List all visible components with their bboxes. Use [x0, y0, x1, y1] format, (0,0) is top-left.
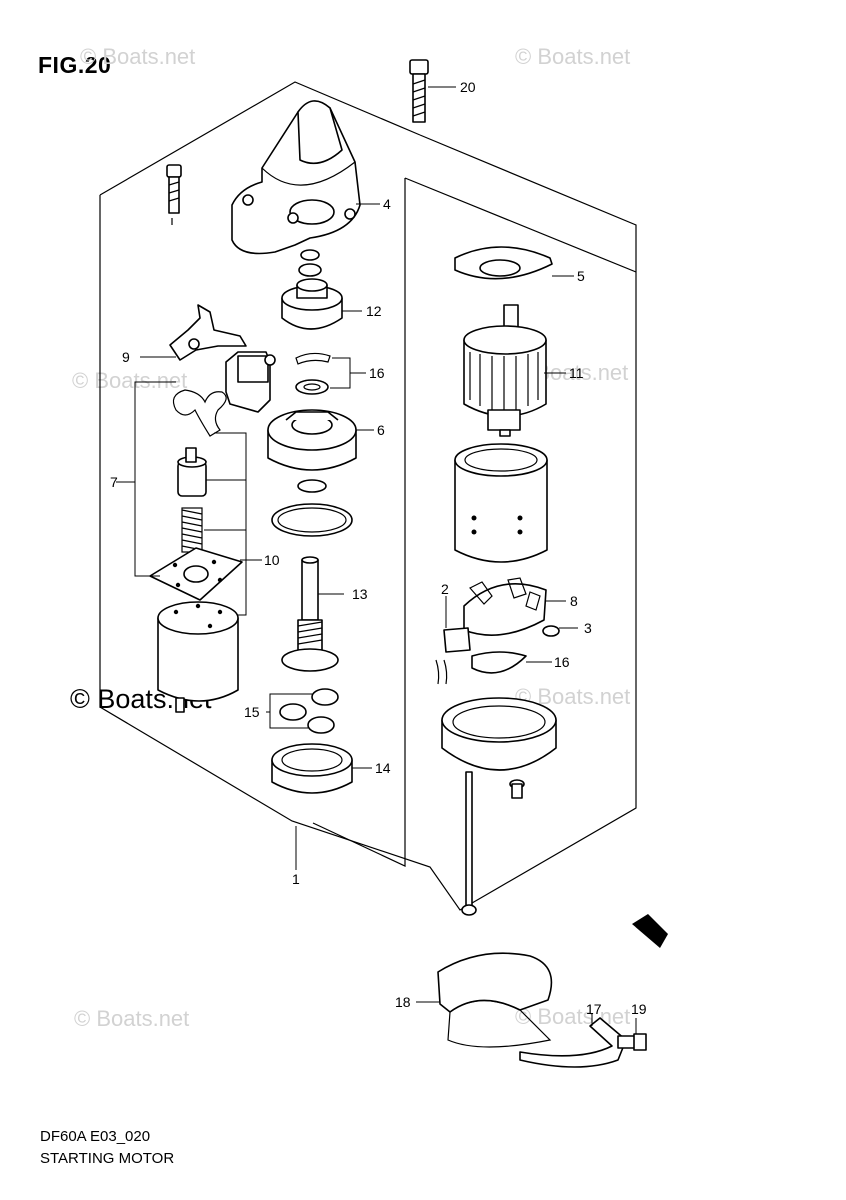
watermark: © Boats.net — [72, 368, 188, 393]
cover-plate-5 — [454, 246, 574, 280]
small-washer — [297, 479, 327, 493]
callout-20: 20 — [460, 79, 476, 95]
bolt-small — [166, 164, 182, 214]
solenoid-plate — [149, 547, 243, 601]
washer — [298, 263, 322, 277]
plunger — [177, 447, 207, 497]
callout-8: 8 — [570, 593, 578, 609]
clip-16 — [295, 352, 366, 395]
bolt-20 — [409, 59, 456, 123]
solenoid-terminal — [225, 351, 276, 413]
lever-9 — [140, 304, 247, 361]
watermark: © Boats.net — [80, 44, 196, 69]
callout-12: 12 — [366, 303, 382, 319]
mount-band-18 — [416, 952, 553, 1048]
callout-7: 7 — [110, 474, 118, 490]
terminal-lead-2 — [435, 596, 471, 685]
o-ring-plate — [271, 503, 353, 537]
gear-housing-6 — [267, 409, 374, 471]
callout-3: 3 — [584, 620, 592, 636]
o-ring-inner — [277, 507, 347, 533]
callout-4: 4 — [383, 196, 391, 212]
callout-2: 2 — [441, 581, 449, 597]
callout-1: 1 — [292, 871, 300, 887]
callout-13: 13 — [352, 586, 368, 602]
callout-16-upper: 16 — [369, 365, 385, 381]
plate-16 — [471, 651, 552, 674]
callout-16-lower: 16 — [554, 654, 570, 670]
armature-11 — [463, 304, 566, 437]
callout-19: 19 — [631, 1001, 647, 1017]
figure-title: FIG.20 — [38, 52, 112, 78]
yoke — [454, 443, 548, 563]
spring — [181, 507, 203, 553]
callout-5: 5 — [577, 268, 585, 284]
callout-11: 11 — [569, 365, 584, 381]
small-bolt-body — [511, 783, 523, 799]
seal-ring — [300, 249, 320, 261]
solenoid-body — [157, 601, 239, 713]
callout-10: 10 — [264, 552, 280, 568]
gasket-wire — [172, 389, 227, 437]
strap-17 — [519, 1014, 627, 1068]
watermark: © Boats.net — [74, 1006, 190, 1031]
through-bolt — [461, 771, 477, 916]
pinion-12 — [281, 278, 362, 330]
callout-14: 14 — [375, 760, 391, 776]
ring-gear-14 — [271, 743, 372, 794]
housing-4 — [231, 100, 380, 255]
watermark: © Boats.net — [515, 44, 631, 69]
brush-holder-8 — [463, 577, 566, 636]
gears-15 — [266, 688, 339, 734]
callout-9: 9 — [122, 349, 130, 365]
assembly-frame — [99, 81, 637, 911]
callout-15: 15 — [244, 704, 260, 720]
figure-name: STARTING MOTOR — [40, 1150, 175, 1167]
nut-3 — [542, 625, 578, 637]
fwd-arrow-icon — [632, 914, 668, 948]
callout-6: 6 — [377, 422, 385, 438]
bracket-10 — [214, 432, 247, 616]
bracket-7 — [134, 381, 176, 577]
figure-code: DF60A E03_020 — [40, 1128, 151, 1145]
bolt-19 — [617, 1018, 647, 1051]
end-cover — [441, 697, 557, 771]
callout-17: 17 — [586, 1001, 602, 1017]
shaft-13 — [281, 556, 344, 672]
callout-18: 18 — [395, 994, 411, 1010]
